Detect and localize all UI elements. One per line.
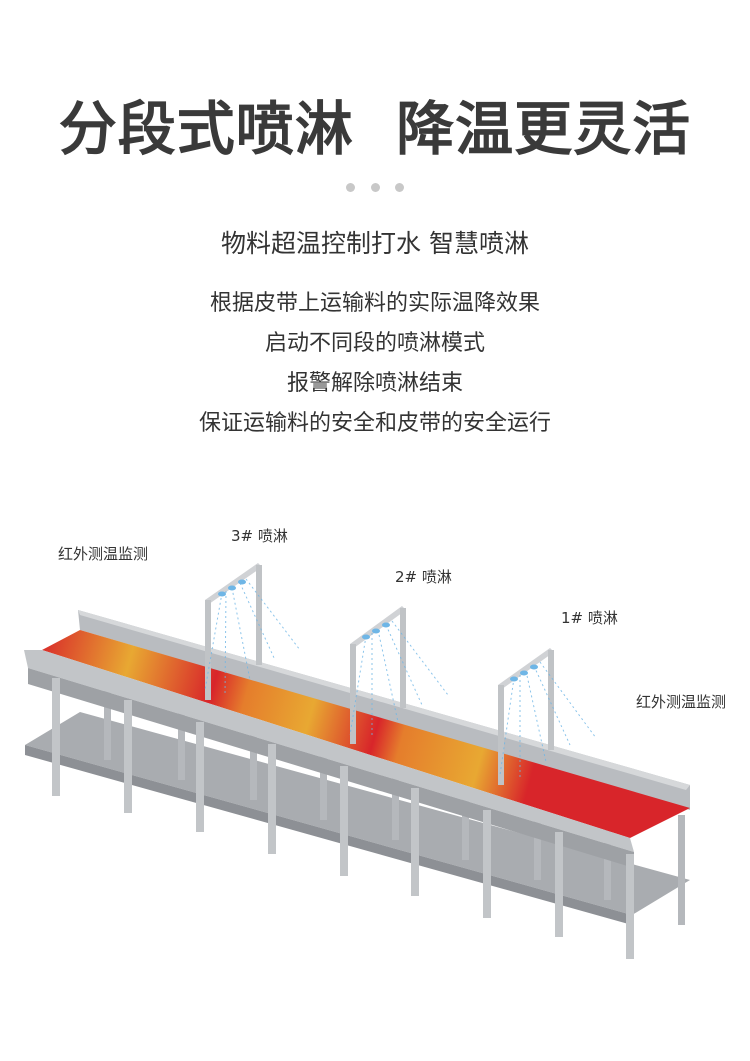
- conveyor-diagram: [24, 563, 690, 959]
- lower-shelf-edge: [25, 745, 632, 925]
- pagination-dots: [0, 177, 750, 196]
- description-line: 启动不同段的喷淋模式: [264, 331, 485, 356]
- description-line: 报警解除喷淋结束: [286, 371, 463, 396]
- dot-2: [370, 183, 380, 192]
- front-rail: [24, 650, 634, 852]
- description-block: 根据皮带上运输料的实际温降效果 启动不同段的喷淋模式 报警解除喷淋结束 保证运输…: [0, 284, 750, 444]
- infrared-left-label: 红外测温监测: [58, 545, 149, 563]
- back-rail: [78, 610, 690, 810]
- page-title: 分段式喷淋 降温更灵活: [58, 95, 692, 163]
- front-rail-face: [28, 668, 634, 868]
- spray-1-label: 1# 喷淋: [561, 609, 618, 627]
- spray-3-label: 3# 喷淋: [231, 527, 288, 545]
- subtitle: 物料超温控制打水 智慧喷淋: [221, 229, 529, 258]
- lower-shelf: [25, 712, 690, 915]
- conveyor-belt: [42, 630, 690, 838]
- dot-1: [346, 183, 356, 192]
- back-legs: [104, 690, 685, 925]
- front-legs: [52, 678, 634, 959]
- spray-tower-3: [204, 563, 301, 700]
- infrared-right-label: 红外测温监测: [636, 693, 727, 711]
- back-rail-top: [78, 610, 690, 790]
- description-line: 根据皮带上运输料的实际温降效果: [209, 291, 540, 316]
- spray-2-label: 2# 喷淋: [395, 568, 452, 586]
- dot-3: [394, 183, 404, 192]
- spray-tower-2: [349, 606, 449, 744]
- spray-tower-1: [498, 648, 597, 785]
- description-line: 保证运输料的安全和皮带的安全运行: [198, 411, 551, 436]
